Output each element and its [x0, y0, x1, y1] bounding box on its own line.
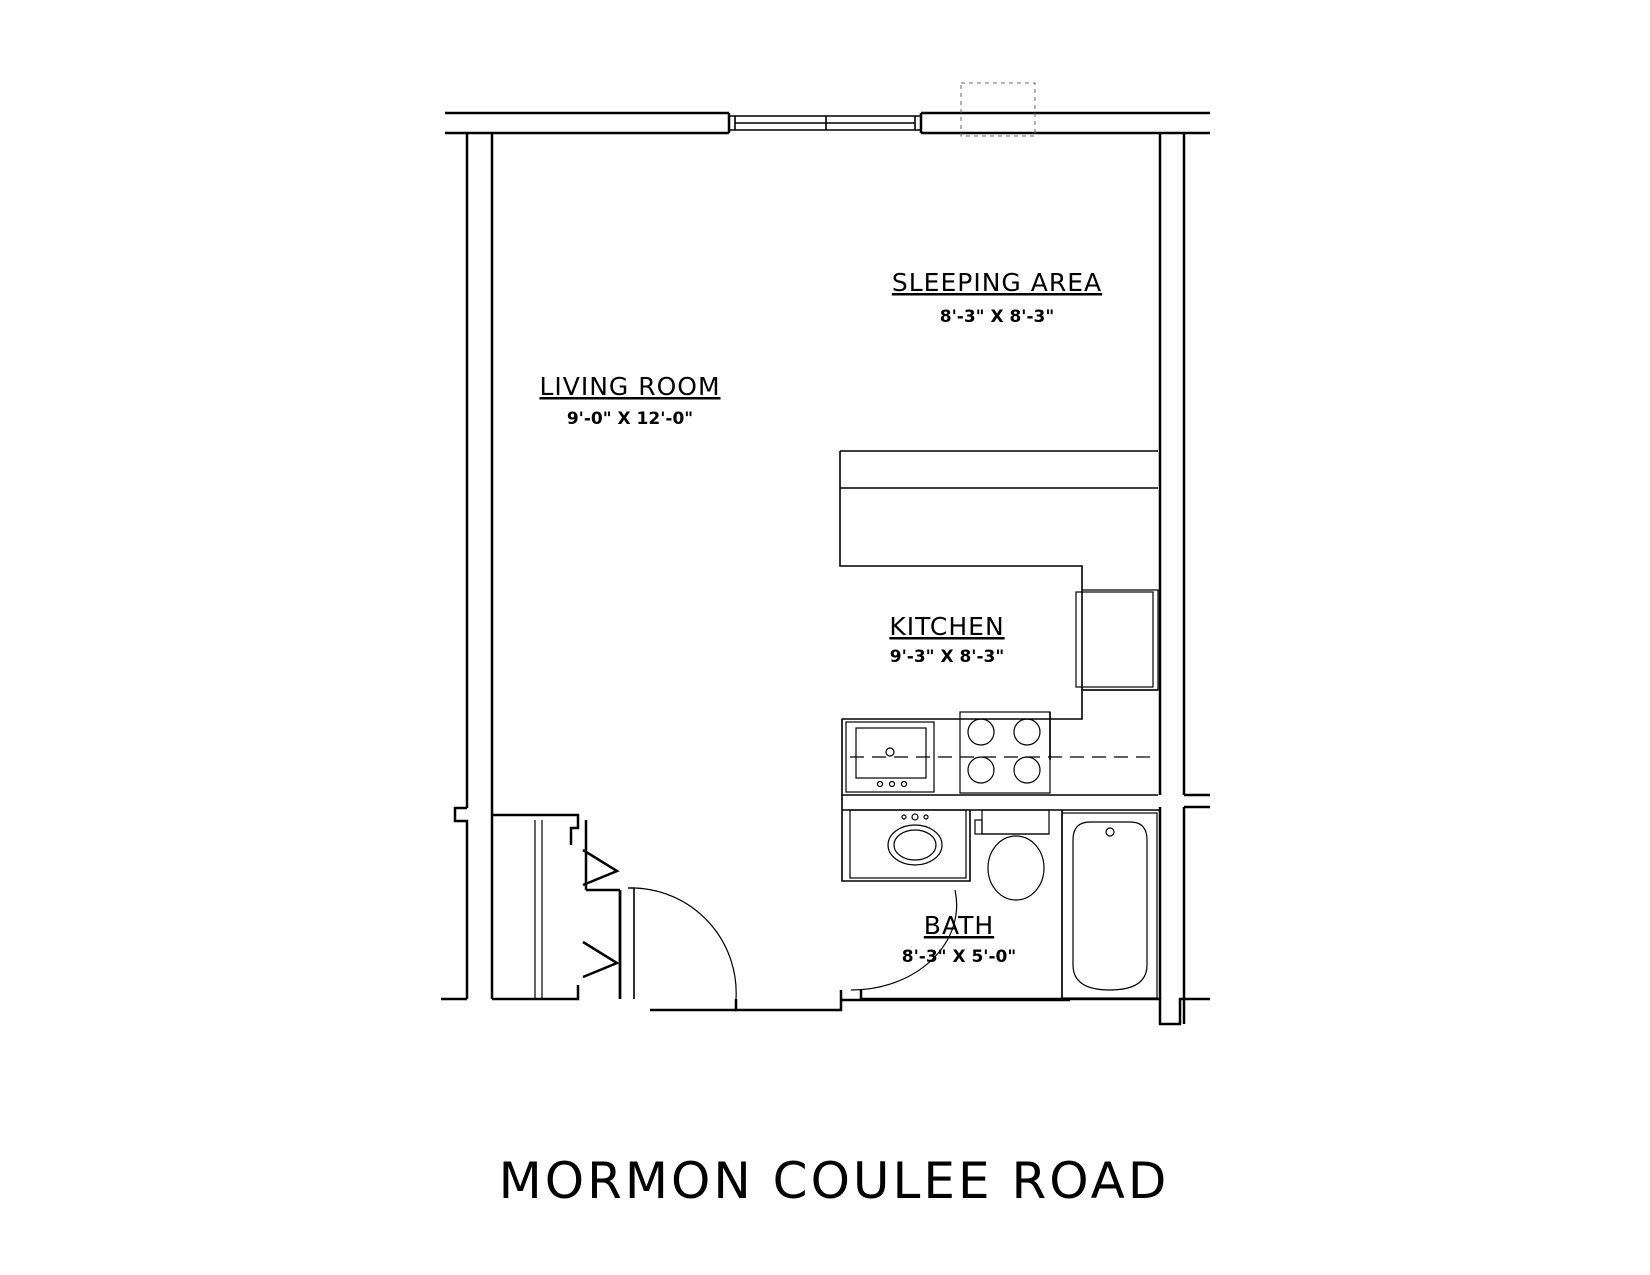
left-wall: [441, 133, 622, 1001]
kitchen-sink: [845, 721, 935, 793]
bath-dims: 8'-3" X 5'-0": [902, 947, 1017, 967]
toilet: [974, 809, 1050, 901]
living-room-dims: 9'-0" X 12'-0": [567, 409, 693, 429]
living-room-label: LIVING ROOM: [539, 372, 720, 401]
window: [729, 82, 1036, 137]
entry-door: [628, 887, 737, 1000]
kitchen-dims: 9'-3" X 8'-3": [890, 647, 1005, 667]
skylight-outline: [960, 82, 1036, 137]
sleeping-area-label: SLEEPING AREA: [892, 268, 1102, 297]
bottom-wall: [650, 990, 1210, 1026]
right-wall: [1158, 133, 1210, 1024]
kitchen-label: KITCHEN: [889, 612, 1004, 641]
closet: [534, 820, 622, 999]
refrigerator: [1075, 591, 1154, 688]
bath-door: [850, 889, 958, 991]
bathtub: [1061, 812, 1158, 999]
stove: [959, 711, 1051, 794]
bath-walls: [841, 795, 1160, 999]
sleeping-area-dims: 8'-3" X 8'-3": [940, 307, 1055, 327]
bath-label: BATH: [924, 911, 994, 940]
plan-title: MORMON COULEE ROAD: [499, 1152, 1170, 1210]
vanity-sink: [849, 809, 967, 879]
